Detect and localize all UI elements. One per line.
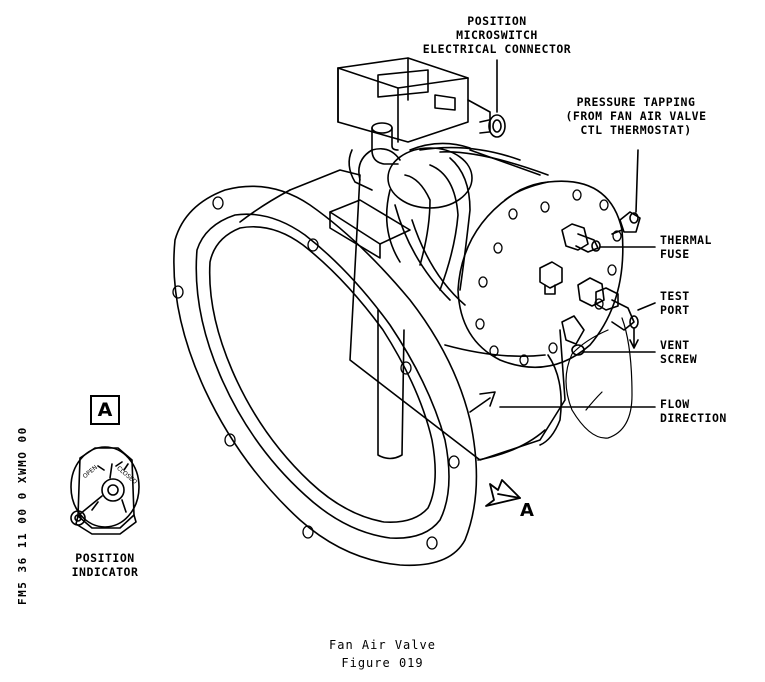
label-vent-screw-line1: VENT [660, 338, 690, 352]
label-position-indicator: POSITION INDICATOR [50, 551, 160, 579]
thermal-fuse [561, 223, 601, 253]
label-thermal-fuse: THERMAL FUSE [660, 233, 712, 261]
label-vent-screw: VENT SCREW [660, 338, 697, 366]
view-a-label: A [520, 500, 534, 521]
label-thermal-fuse-line2: FUSE [660, 247, 690, 261]
indicator-open-text: OPEN [82, 464, 99, 480]
side-reference-code: FM5 36 11 00 0 XWMO 00 [16, 426, 29, 605]
lockwire [565, 317, 633, 439]
leader-pressure-tapping [635, 149, 639, 213]
test-port [577, 277, 639, 349]
label-position-indicator-line1: POSITION [75, 551, 135, 565]
label-microswitch: POSITION MICROSWITCH ELECTRICAL CONNECTO… [412, 14, 582, 56]
label-pressure-tapping-line1: PRESSURE TAPPING [576, 95, 696, 109]
electrical-connector [479, 114, 506, 138]
microswitch-housing [337, 57, 491, 143]
label-test-port: TEST PORT [660, 289, 690, 317]
cover-bolts [475, 189, 622, 366]
center-nut [539, 261, 563, 295]
caption-title: Fan Air Valve [329, 638, 436, 652]
label-pressure-tapping-line2: (FROM FAN AIR VALVE [565, 109, 707, 123]
inlet-flange [173, 185, 478, 567]
label-microswitch-line1: POSITION [467, 14, 527, 28]
view-a-box: A [90, 395, 120, 425]
leader-test-port [637, 302, 656, 311]
vent-screw [561, 315, 585, 356]
label-microswitch-line2: MICROSWITCH [456, 28, 538, 42]
pressure-tapping [611, 211, 641, 235]
label-flow-direction: FLOW DIRECTION [660, 397, 727, 425]
butterfly-shaft [377, 309, 405, 460]
label-position-indicator-line2: INDICATOR [71, 565, 139, 579]
flange-bolt-holes [172, 196, 460, 550]
actuator-assembly [348, 122, 549, 306]
label-flow-direction-line1: FLOW [660, 397, 690, 411]
label-microswitch-line3: ELECTRICAL CONNECTOR [422, 42, 572, 56]
label-test-port-line1: TEST [660, 289, 690, 303]
label-vent-screw-line2: SCREW [660, 352, 698, 366]
caption-figure: Figure 019 [341, 656, 424, 670]
label-pressure-tapping: PRESSURE TAPPING (FROM FAN AIR VALVE CTL… [556, 95, 716, 137]
label-flow-direction-line2: DIRECTION [660, 411, 727, 425]
view-a-arrow [485, 479, 521, 507]
label-thermal-fuse-line1: THERMAL [660, 233, 712, 247]
label-test-port-line2: PORT [660, 303, 690, 317]
position-indicator-detail: OPEN CLOSED [70, 446, 140, 535]
flow-arrow [469, 391, 496, 413]
label-pressure-tapping-line3: CTL THERMOSTAT) [580, 123, 692, 137]
